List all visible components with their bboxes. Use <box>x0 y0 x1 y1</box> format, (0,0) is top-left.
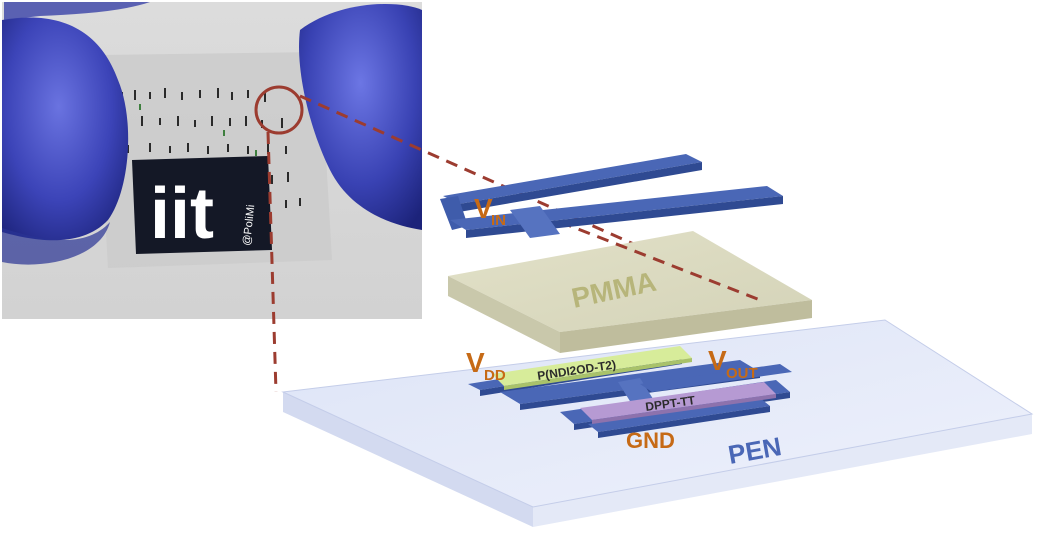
svg-text:OUT: OUT <box>726 365 758 382</box>
svg-text:V: V <box>466 347 485 378</box>
device-photo: iit @PoliMi <box>2 2 422 319</box>
pmma-layer: PMMA <box>448 231 812 353</box>
svg-text:DD: DD <box>484 367 506 384</box>
svg-text:V: V <box>474 193 493 224</box>
p-semiconductor-label: DPPT-TT <box>644 393 696 414</box>
p-type-semiconductor: DPPT-TT <box>580 382 776 424</box>
vin-label: V IN <box>474 193 506 229</box>
svg-text:@PoliMi: @PoliMi <box>241 204 257 246</box>
vdd-label: V DD <box>466 347 506 384</box>
callout-line-upper <box>559 220 761 302</box>
left-glove <box>2 17 129 241</box>
svg-text:IN: IN <box>491 212 506 229</box>
gate-electrode <box>440 154 783 238</box>
svg-text:iit: iit <box>150 174 214 254</box>
right-glove <box>299 4 422 230</box>
vout-label: V OUT <box>708 345 758 382</box>
iit-logo: iit @PoliMi <box>132 156 272 254</box>
gnd-label: GND <box>626 428 675 453</box>
svg-text:V: V <box>708 345 727 376</box>
